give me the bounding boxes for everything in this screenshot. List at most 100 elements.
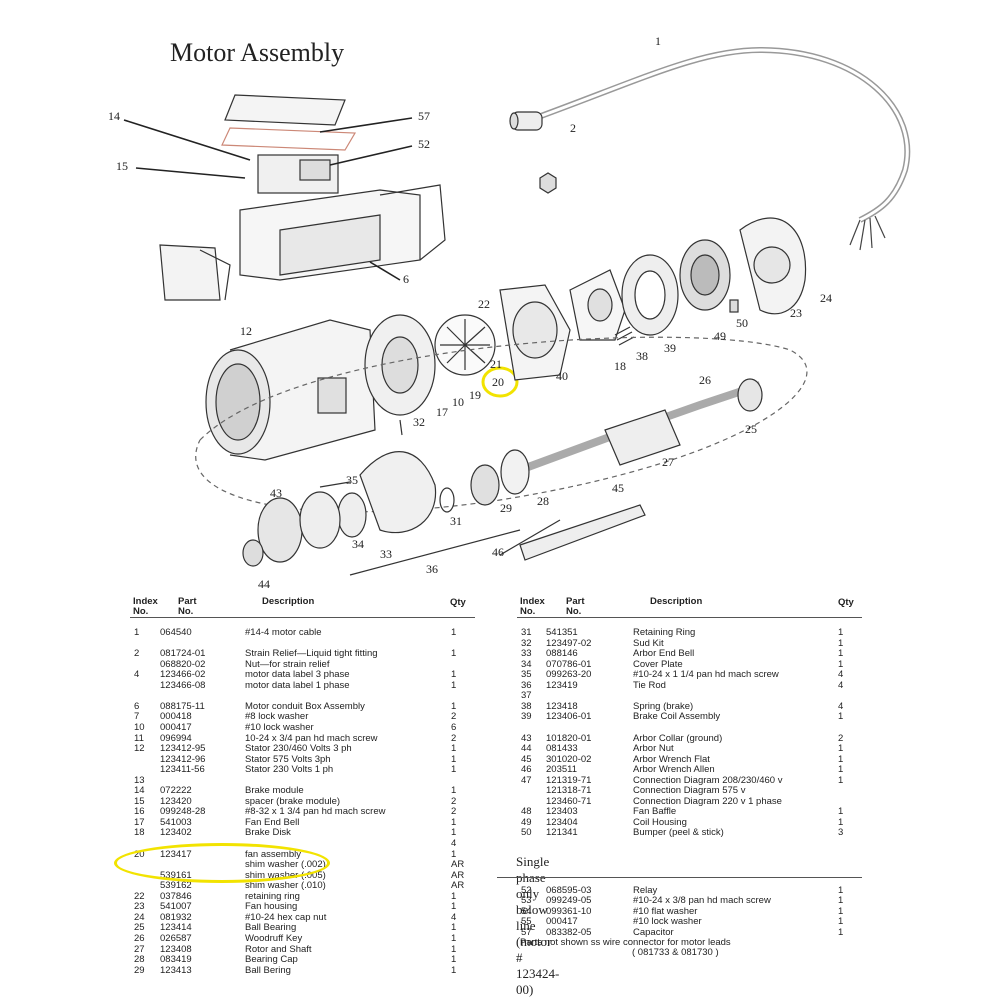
- cell-part: 123466-08: [160, 679, 206, 691]
- cell-desc: #8 lock washer: [245, 711, 309, 723]
- cell-part: 203511: [546, 764, 577, 776]
- callout-18: 18: [614, 359, 626, 373]
- cell-index: 34: [521, 658, 532, 670]
- tie-rod: [349, 529, 521, 576]
- cell-qty: 1: [451, 890, 457, 902]
- cell-qty: AR: [451, 869, 465, 881]
- cell-part: 123408: [160, 943, 192, 955]
- cell-index: 50: [521, 827, 532, 839]
- callout-36: 36: [426, 562, 438, 576]
- cell-index: 7: [134, 711, 140, 723]
- cell-part: 072222: [160, 785, 192, 797]
- cell-index: 23: [134, 901, 145, 913]
- cell-desc: shim washer (.002): [245, 859, 326, 871]
- cell-part: 123417: [160, 848, 192, 860]
- cell-qty: 2: [451, 806, 457, 818]
- callout-20: 20: [492, 375, 504, 389]
- parts-not-shown-2: ( 081733 & 081730 ): [632, 947, 719, 958]
- cell-desc: spacer (brake module): [245, 795, 341, 807]
- cell-desc: motor data label 3 phase: [245, 669, 350, 681]
- cell-part: 539162: [160, 880, 192, 892]
- cell-desc: Arbor Nut: [633, 743, 674, 755]
- cell-qty: 1: [451, 785, 457, 797]
- cell-qty: 4: [838, 669, 844, 681]
- cell-part: 101820-01: [546, 732, 592, 744]
- header-qty-right: Qty: [838, 597, 854, 608]
- callout-39: 39: [664, 341, 676, 355]
- cell-qty: 1: [838, 753, 844, 765]
- callout-19: 19: [469, 388, 481, 402]
- cell-qty: 1: [451, 627, 457, 638]
- cell-desc: Fan Baffle: [633, 806, 677, 818]
- cell-part: 037846: [160, 890, 192, 902]
- cell-desc: Stator 230/460 Volts 3 ph: [245, 743, 352, 755]
- cell-qty: 1: [451, 943, 457, 955]
- cell-qty: 2: [838, 732, 844, 744]
- cell-part: 123402: [160, 827, 192, 839]
- cell-desc: #10-24 x 1 1/4 pan hd mach screw: [633, 669, 779, 681]
- cell-qty: 1: [451, 669, 457, 681]
- cell-index: 25: [134, 922, 145, 934]
- cell-desc: Tie Rod: [633, 679, 666, 691]
- cell-index: 11: [134, 732, 144, 744]
- cell-index: 17: [134, 816, 145, 828]
- cell-desc: Coil Housing: [633, 816, 687, 828]
- cell-desc: Bearing Cap: [245, 954, 298, 966]
- cell-part: 123411-56: [160, 764, 205, 776]
- cell-desc: #10-24 hex cap nut: [245, 911, 327, 923]
- parts-not-shown: Parts not shown ss wire connector for mo…: [520, 937, 731, 948]
- cell-desc: shim washer (.005): [245, 869, 326, 881]
- callout-24: 24: [820, 291, 832, 305]
- callout-22: 22: [478, 297, 490, 311]
- ball-bearing-25: [737, 378, 763, 412]
- cell-qty: 4: [451, 838, 457, 849]
- cell-part: 123412-96: [160, 753, 206, 765]
- cell-index: 49: [521, 816, 532, 828]
- cell-desc: Stator 575 Volts 3ph: [245, 753, 331, 765]
- cell-desc: Ball Bearing: [245, 922, 297, 934]
- cell-desc: #8-32 x 1 3/4 pan hd mach screw: [245, 806, 386, 818]
- cell-desc: Sud Kit: [633, 637, 664, 649]
- cell-qty: 1: [838, 885, 844, 896]
- callout-57: 57: [418, 109, 430, 123]
- cell-index: 12: [134, 743, 145, 755]
- cell-index: 52: [521, 885, 532, 896]
- cell-desc: Connection Diagram 208/230/460 v: [633, 774, 783, 786]
- cell-part: 541003: [160, 816, 192, 828]
- cell-index: 10: [134, 721, 145, 733]
- callout-52: 52: [418, 137, 430, 151]
- single-phase-rule: [497, 877, 862, 878]
- callout-44: 44: [258, 577, 270, 590]
- cell-desc: #14-4 motor cable: [245, 627, 322, 638]
- callout-17: 17: [436, 405, 448, 419]
- cell-qty: 1: [838, 743, 844, 755]
- cell-qty: 1: [451, 648, 457, 660]
- cell-part: 099249-05: [546, 895, 592, 907]
- cell-desc: Brake module: [245, 785, 304, 797]
- cell-qty: 1: [451, 932, 457, 944]
- bearing-cap: [500, 449, 530, 495]
- cell-index: 20: [134, 848, 145, 860]
- callout-27: 27: [662, 455, 674, 469]
- cell-part: 083419: [160, 954, 192, 966]
- callout-38: 38: [636, 349, 648, 363]
- callout-45: 45: [612, 481, 624, 495]
- callout-46: 46: [492, 545, 504, 559]
- cell-qty: 1: [838, 658, 844, 670]
- header-rule: [130, 617, 475, 618]
- assembly-outline: [195, 336, 808, 513]
- arbor-end-bell: [359, 451, 437, 534]
- cell-qty: 1: [838, 816, 844, 828]
- cell-desc: Motor conduit Box Assembly: [245, 700, 365, 712]
- callout-40: 40: [556, 369, 568, 383]
- callout-12: 12: [240, 324, 252, 338]
- cell-desc: #10 lock washer: [633, 916, 702, 928]
- cell-qty: 1: [451, 827, 457, 839]
- callout-14: 14: [108, 109, 120, 123]
- cell-desc: Fan housing: [245, 901, 298, 913]
- cell-desc: Arbor Wrench Allen: [633, 764, 715, 776]
- cell-part: 541007: [160, 901, 192, 913]
- cell-qty: AR: [451, 880, 465, 892]
